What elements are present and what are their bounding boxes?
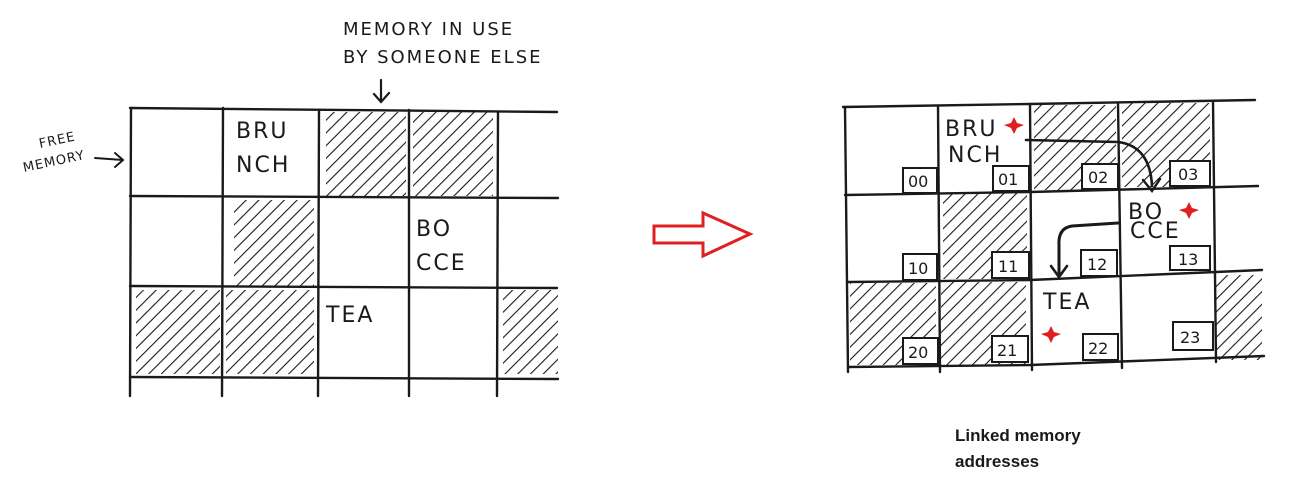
address-23: 23 — [1180, 328, 1200, 347]
address-01: 01 — [998, 170, 1018, 189]
address-10: 10 — [908, 259, 928, 278]
linked-tea: TEA — [1042, 290, 1091, 315]
link-arrow-brunch-to-bocce-icon — [1024, 138, 1154, 188]
address-tag — [992, 165, 1030, 192]
callout-free-arrow-icon — [94, 152, 125, 168]
grid-line — [843, 105, 850, 374]
link-arrow-bocce-to-tea-icon — [1057, 221, 1120, 275]
used-cell — [1216, 275, 1262, 360]
grid-line — [128, 284, 559, 290]
address-03: 03 — [1178, 165, 1198, 184]
address-tag — [991, 335, 1029, 363]
address-tag — [1169, 245, 1211, 271]
address-tags — [902, 160, 1214, 365]
right-memory-grid: 00 01 02 03 10 11 12 13 20 21 22 23 BRU … — [841, 98, 1266, 374]
transform-arrow-icon — [652, 210, 754, 259]
cell-bocce-line1: BO — [416, 217, 452, 242]
address-02: 02 — [1088, 168, 1108, 187]
grid-line — [128, 375, 560, 381]
address-tag — [1169, 160, 1211, 187]
grid-line — [1211, 99, 1218, 364]
grid-line — [495, 110, 500, 398]
linked-brunch-line1: BRU — [945, 117, 997, 142]
link-arrowhead-icon — [1049, 264, 1069, 280]
grid-line — [128, 194, 560, 200]
caption: Linked memory addresses — [955, 423, 1155, 475]
grid-line — [128, 106, 133, 398]
address-tag — [902, 253, 938, 281]
grid-line — [846, 354, 1266, 369]
used-cell — [136, 290, 220, 374]
cell-brunch-line1: BRU — [236, 119, 288, 144]
address-tag — [902, 167, 938, 194]
used-cell — [413, 112, 493, 196]
address-tag — [1081, 163, 1119, 190]
grid-line — [845, 268, 1264, 284]
callout-used-line1: MEMORY IN USE — [343, 19, 514, 40]
star-icon — [1004, 117, 1024, 134]
used-cell — [503, 290, 558, 374]
callout-free-line2: MEMORY — [22, 148, 87, 176]
address-tag — [1172, 321, 1214, 351]
address-22: 22 — [1088, 339, 1108, 358]
used-cell — [326, 112, 406, 196]
address-tag — [1082, 333, 1119, 361]
callout-used-arrow-icon — [372, 78, 391, 104]
cell-bocce-line2: CCE — [416, 251, 467, 276]
callout-free-line1: FREE — [38, 130, 77, 152]
grid-line — [128, 106, 559, 114]
address-13: 13 — [1178, 250, 1198, 269]
cell-tea: TEA — [325, 303, 374, 328]
address-00: 00 — [908, 172, 928, 191]
grid-line — [936, 104, 942, 374]
used-cell — [226, 290, 314, 374]
linked-bocce-line2: CCE — [1130, 219, 1181, 244]
cell-brunch-line2: NCH — [236, 153, 290, 178]
address-11: 11 — [998, 257, 1018, 276]
grid-line — [316, 108, 321, 398]
address-tag — [902, 337, 939, 365]
address-tag — [991, 251, 1030, 279]
used-cell — [234, 200, 314, 286]
address-20: 20 — [908, 343, 928, 362]
linked-brunch-line2: NCH — [948, 143, 1002, 168]
callout-used-line2: BY SOMEONE ELSE — [343, 47, 543, 68]
star-icon — [1041, 326, 1061, 343]
left-memory-grid: BRU NCH BO CCE TEA MEMORY IN USE BY SOME… — [22, 19, 560, 398]
caption-line1: Linked memory — [955, 426, 1081, 445]
linked-bocce-line1: BO — [1128, 200, 1164, 225]
star-icon — [1179, 202, 1199, 219]
grid-line — [220, 106, 225, 398]
address-12: 12 — [1087, 255, 1107, 274]
grid-line — [1116, 101, 1124, 370]
address-21: 21 — [997, 341, 1017, 360]
grid-line — [1028, 102, 1034, 372]
link-arrowhead-icon — [1141, 177, 1162, 194]
caption-line2: addresses — [955, 452, 1040, 471]
address-tag — [1080, 249, 1118, 277]
